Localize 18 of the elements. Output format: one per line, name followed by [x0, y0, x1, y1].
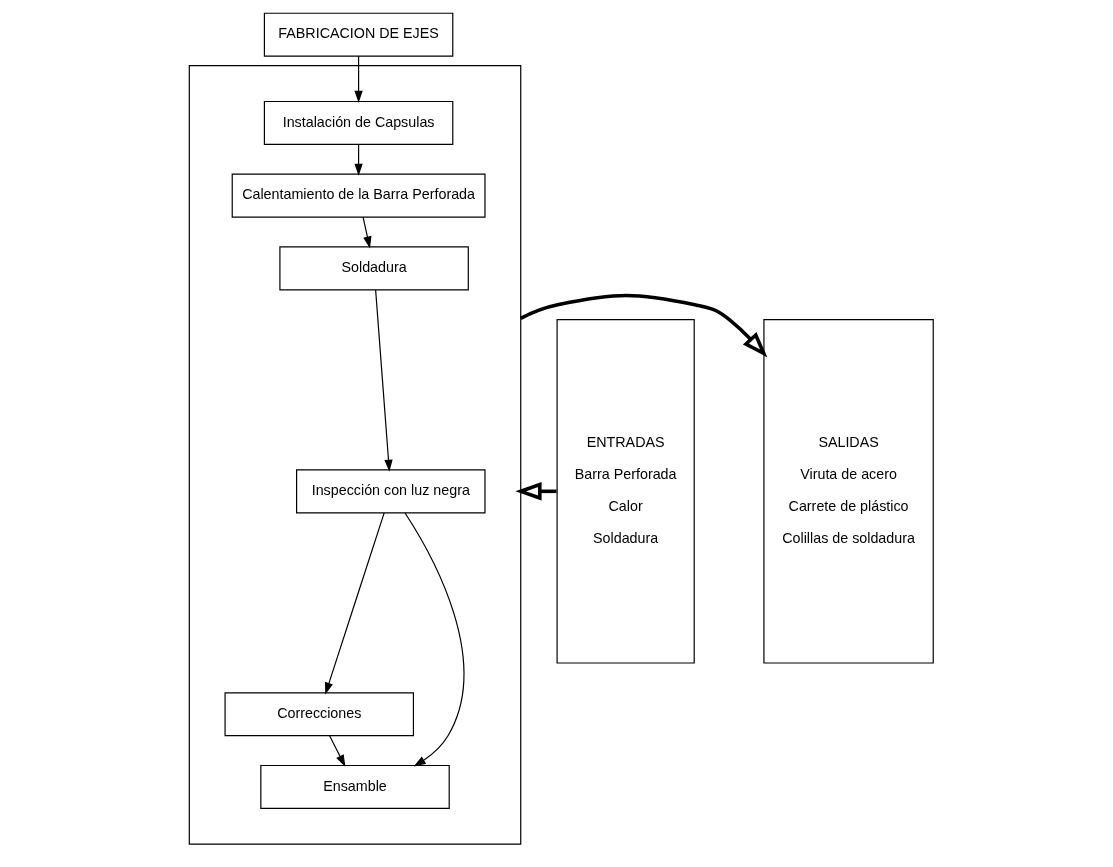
arrow: [375, 289, 393, 472]
arrow: [354, 55, 363, 103]
arrow: [329, 735, 346, 767]
node-box: SALIDAS Viruta de acero Carrete de plástico Colillas de soldadura: [763, 319, 934, 664]
arrow: [354, 143, 363, 176]
node-box: Ensamble: [260, 764, 450, 810]
node-box: Calentamiento de la Barra Perforada: [231, 173, 486, 218]
node-box: Correcciones: [224, 692, 415, 737]
arrow: [519, 293, 768, 358]
arrow: [362, 216, 372, 249]
node-box: ENTRADAS Barra Perforada Calor Soldadura: [556, 319, 695, 664]
node-box: Inspección con luz negra: [296, 469, 486, 514]
node-box: FABRICACION DE EJES: [263, 12, 454, 57]
arrow: [404, 512, 465, 767]
node-box: Instalación de Capsulas: [263, 100, 454, 145]
node-box: Soldadura: [279, 246, 469, 291]
arrow: [325, 512, 385, 695]
cluster: [188, 65, 522, 845]
